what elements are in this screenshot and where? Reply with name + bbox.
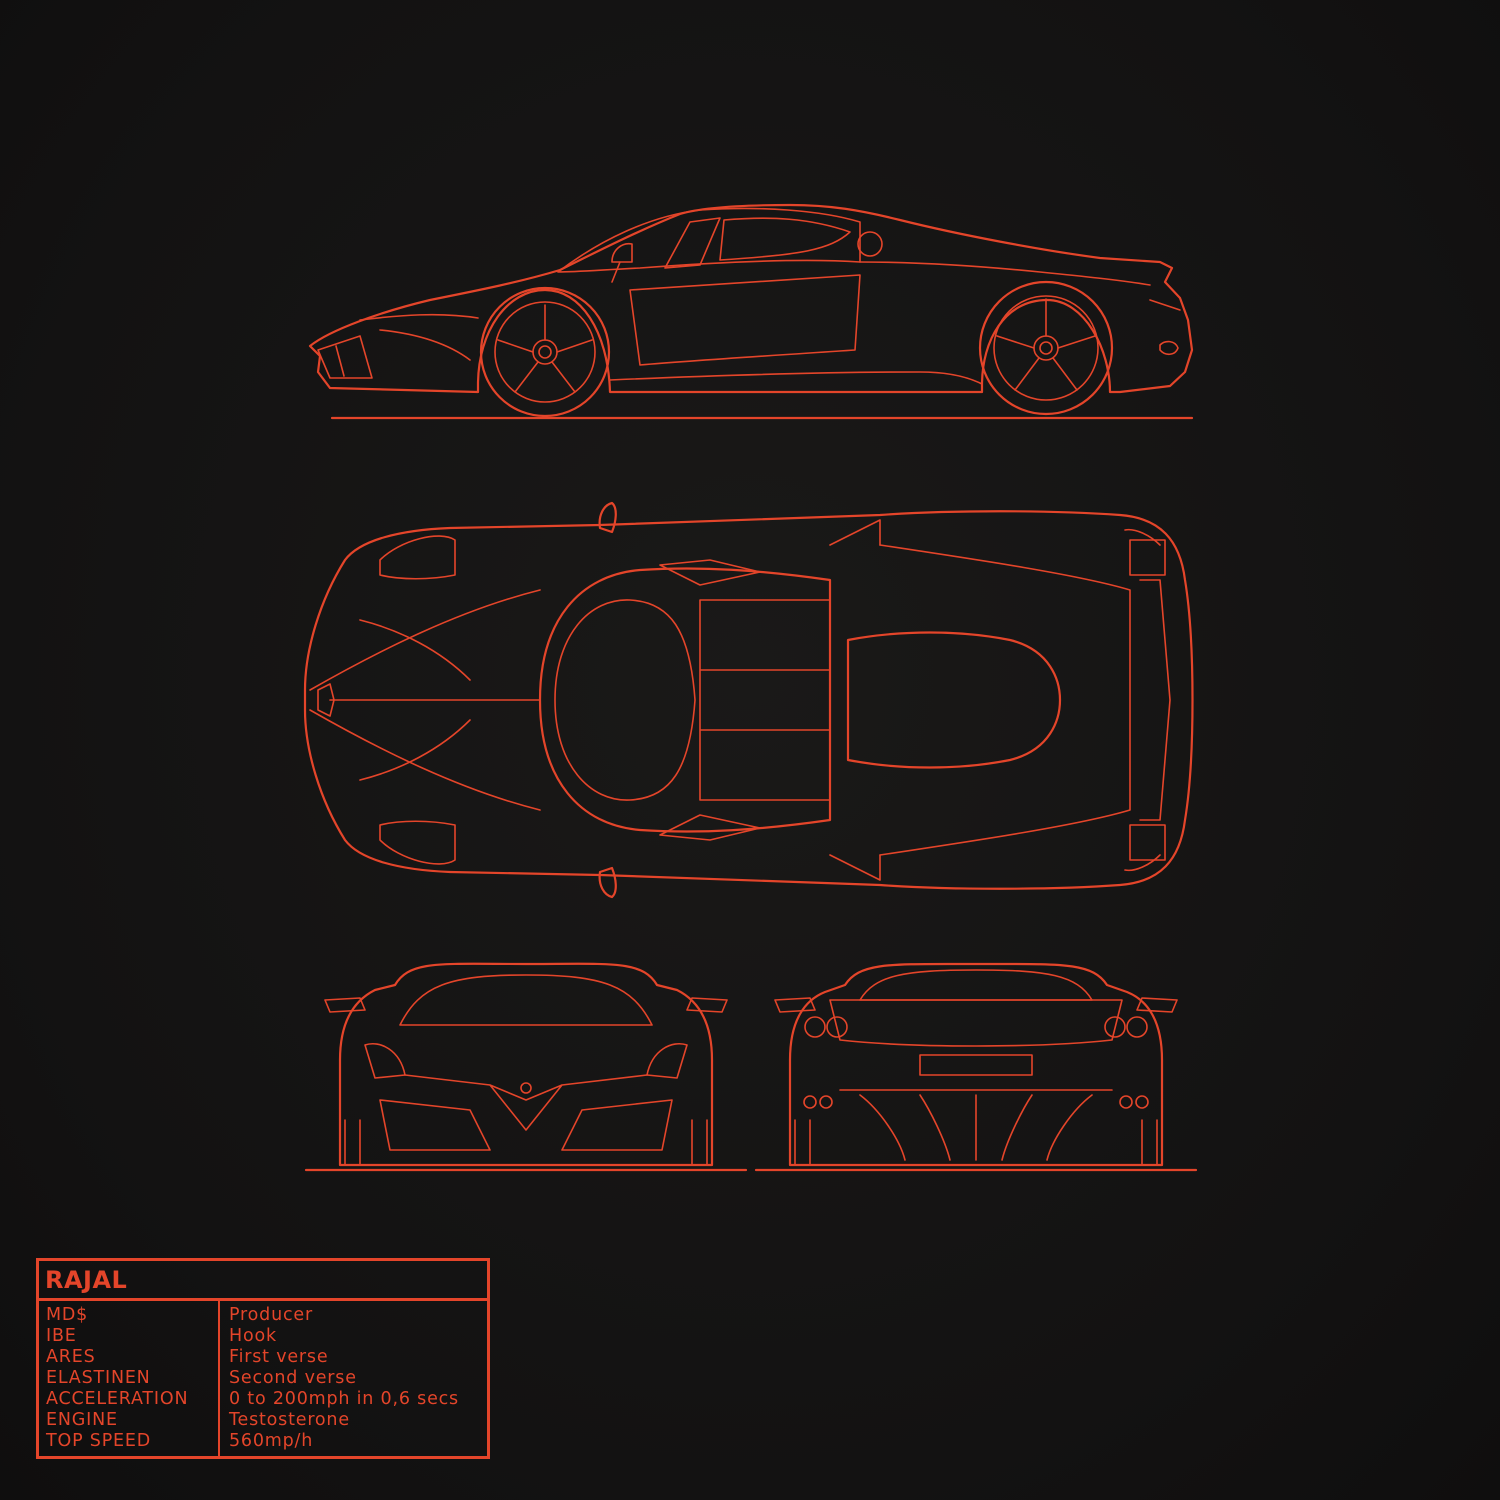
credit-label-elastinen: ELASTINEN [46, 1368, 151, 1388]
rear-plate [919, 1054, 1033, 1076]
side-view [308, 203, 1194, 420]
front-badge [520, 1082, 532, 1094]
front-nose [379, 1074, 673, 1151]
spec-value-top-speed: 560mp/h [229, 1431, 314, 1451]
top-nose-badge [317, 683, 335, 717]
top-rear-deck [879, 528, 1171, 872]
spec-label-engine: ENGINE [46, 1410, 118, 1430]
credits-table: RAJAL MD$ IBE ARES ELASTINEN ACCELERATIO… [36, 1258, 490, 1459]
rear-exhausts [803, 1095, 1149, 1109]
credits-title: RAJAL [39, 1261, 487, 1301]
credits-labels-column: MD$ IBE ARES ELASTINEN ACCELERATION ENGI… [39, 1301, 220, 1456]
side-canopy [557, 207, 861, 273]
rear-view [754, 962, 1198, 1172]
side-window [664, 217, 721, 269]
spec-value-acceleration: 0 to 200mph in 0,6 secs [229, 1389, 459, 1409]
spec-value-engine: Testosterone [229, 1410, 350, 1430]
side-sill-line [609, 371, 983, 385]
top-mirror-right [598, 866, 617, 899]
top-roof-panel [699, 599, 831, 801]
rear-taillights [804, 1016, 1148, 1038]
side-body-outline [308, 203, 1194, 394]
top-view [303, 501, 1194, 899]
side-door-window [719, 217, 851, 261]
front-view [304, 962, 748, 1172]
rear-wheels [794, 1119, 1158, 1166]
credit-value-mds: Producer [229, 1305, 313, 1325]
rear-diffuser [839, 1089, 1113, 1161]
top-canopy [538, 567, 832, 833]
credit-value-ibe: Hook [229, 1326, 277, 1346]
credit-value-ares: First verse [229, 1347, 329, 1367]
top-side-intake-left [659, 519, 881, 586]
front-wheels [344, 1119, 708, 1166]
top-rear-lights [1129, 539, 1166, 861]
top-front-intake-left [379, 535, 456, 580]
front-headlights [364, 1043, 688, 1079]
spec-label-acceleration: ACCELERATION [46, 1389, 189, 1409]
credits-values-column: Producer Hook First verse Second verse 0… [220, 1301, 487, 1456]
credit-value-elastinen: Second verse [229, 1368, 357, 1388]
credit-label-ares: ARES [46, 1347, 96, 1367]
side-door-line [629, 274, 861, 366]
rear-window [859, 969, 1093, 1001]
top-engine-cover [846, 631, 1062, 769]
top-windshield [554, 599, 696, 801]
top-mirror-left [598, 501, 617, 534]
spec-label-top-speed: TOP SPEED [46, 1431, 152, 1451]
side-fuel-cap [857, 231, 883, 257]
side-front-fender-line [359, 313, 479, 361]
side-mirror [611, 242, 633, 283]
front-body-outline [338, 962, 714, 1167]
top-hood-lines [309, 589, 541, 811]
front-mirrors [324, 997, 728, 1013]
side-rear-wheel [978, 280, 1114, 416]
top-front-intake-right [379, 820, 456, 865]
top-body-outline [303, 510, 1194, 890]
side-rear-haunch [859, 261, 1151, 286]
top-side-intake-right [659, 814, 881, 881]
side-rear-lights [1149, 299, 1181, 356]
credit-label-mds: MD$ [46, 1305, 89, 1325]
side-front-intake [317, 335, 373, 379]
side-front-wheel [479, 286, 611, 418]
credits-body: MD$ IBE ARES ELASTINEN ACCELERATION ENGI… [39, 1301, 487, 1456]
rear-mirrors [774, 997, 1178, 1013]
rear-spoiler [829, 999, 1123, 1047]
credit-label-ibe: IBE [46, 1326, 77, 1346]
front-windshield [399, 974, 653, 1026]
